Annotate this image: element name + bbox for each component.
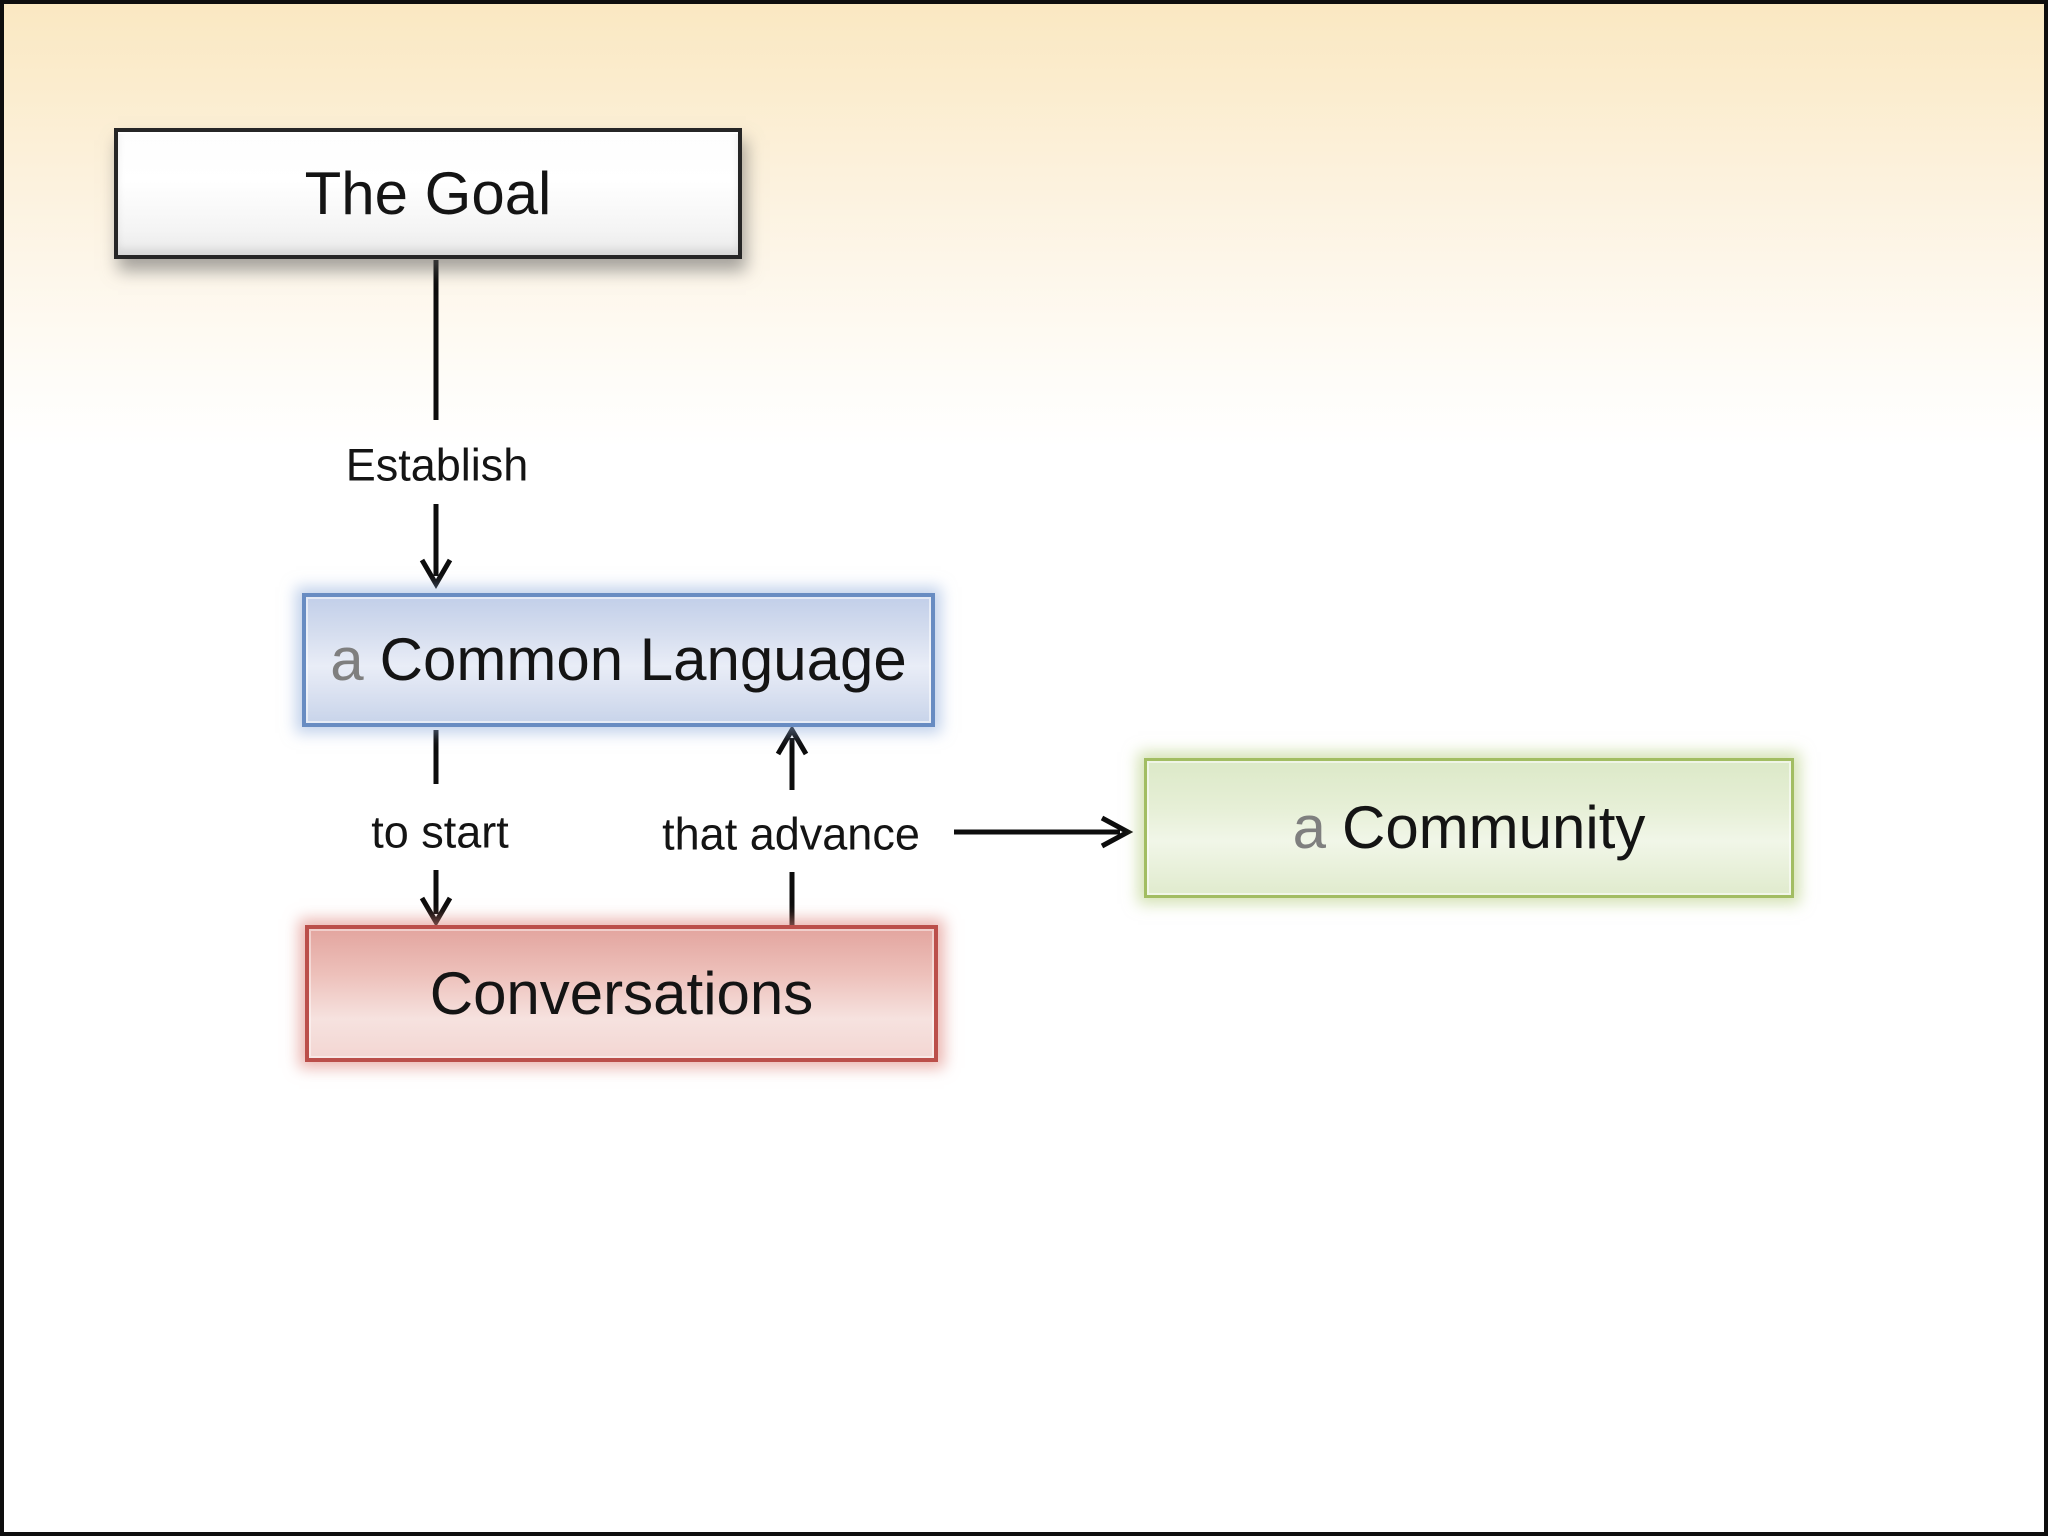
edge-label-that-advance: that advance: [662, 812, 920, 857]
connector-layer: [419, 260, 1134, 927]
arrowhead-up-into-common-language: [775, 725, 809, 756]
node-common-language: a Common Language: [302, 593, 935, 727]
edge-label-to-start: to start: [371, 810, 509, 855]
edge-label-establish: Establish: [346, 443, 529, 488]
edge-label-that-advance-text: that advance: [662, 808, 920, 860]
node-conversations-label: Conversations: [429, 959, 814, 1027]
node-community-label: Community: [1341, 794, 1646, 861]
node-common-language-label: Common Language: [379, 626, 907, 693]
node-community-prefix: a: [1292, 794, 1326, 861]
arrowhead-down-into-common-language: [419, 558, 453, 589]
arrowhead-down-into-conversations: [419, 896, 453, 927]
edge-label-to-start-text: to start: [371, 806, 509, 858]
node-community: a Community: [1144, 758, 1794, 898]
edge-label-establish-text: Establish: [345, 439, 529, 491]
node-conversations: Conversations: [305, 925, 938, 1062]
node-common-language-prefix: a: [330, 626, 364, 693]
arrowhead-right-into-community: [1100, 815, 1134, 849]
node-the-goal: The Goal: [114, 128, 742, 259]
node-the-goal-label: The Goal: [304, 159, 552, 227]
